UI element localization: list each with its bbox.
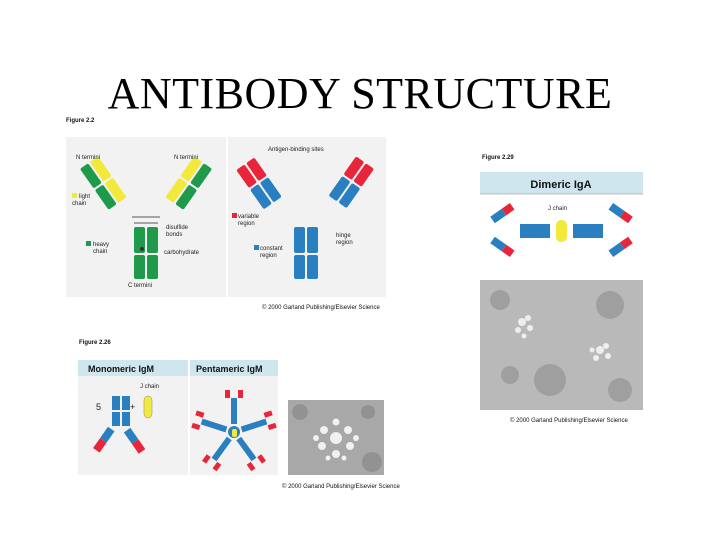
igm-fc-segment: [122, 396, 130, 410]
heavy-chain-legend-swatch: [86, 241, 91, 246]
fig22-variable-label-2: region: [238, 221, 255, 227]
constant-region-segment: [329, 176, 350, 201]
fig226-electron-micrograph: [288, 400, 384, 475]
fig226-five: 5: [96, 402, 101, 412]
light-chain-segment: [105, 178, 126, 203]
fig226-igm-diagram: Monomeric IgM Pentameric IgM J chain 5 +: [78, 360, 278, 475]
constant-region-legend-swatch: [254, 245, 259, 250]
variable-region-legend-swatch: [232, 213, 237, 218]
variable-region-segment: [344, 157, 364, 180]
fc-segment: [294, 255, 305, 279]
fig22-hinge-label-1: hinge: [336, 233, 351, 239]
fig22-disulfide-label-2: bonds: [166, 232, 182, 238]
fig229-label: Figure 2.29: [482, 155, 514, 161]
fig22-constant-label-2: region: [260, 253, 277, 259]
carbohydrate-marker: [140, 247, 144, 251]
fig226-pentameric-title: Pentameric IgM: [196, 364, 263, 374]
igm-fc-segment: [122, 412, 130, 426]
fig226-j-chain-label: J chain: [140, 384, 159, 390]
slide-title: ANTIBODY STRUCTURE: [107, 69, 613, 118]
fig226-credit: © 2000 Garland Publishing/Elsevier Scien…: [282, 484, 400, 490]
light-chain-segment: [166, 178, 187, 203]
fig22-credit: © 2000 Garland Publishing/Elsevier Scien…: [262, 305, 380, 311]
fig22-light-label-2: chain: [72, 201, 86, 207]
fig226-label: Figure 2.26: [79, 340, 111, 346]
fc-segment: [134, 255, 145, 279]
fc-segment: [294, 227, 305, 253]
iga-fc-segment: [520, 224, 550, 238]
j-chain: [556, 220, 567, 242]
fc-segment: [307, 255, 318, 279]
heavy-chain-segment: [95, 185, 116, 210]
fig226-pentameric-header: [190, 360, 278, 376]
fig22-hinge-label-2: region: [336, 240, 353, 246]
iga-fc-segment: [573, 224, 603, 238]
constant-region-segment: [339, 183, 360, 208]
fig22-carbohydrate-label: carbohydrate: [164, 250, 200, 256]
fig22-antibody-diagram: N termini N termini light chain disulfid…: [66, 137, 386, 297]
igm-pentamer: [191, 390, 277, 472]
variable-region-segment: [246, 158, 267, 181]
igm-fc-segment: [112, 396, 120, 410]
variable-region-segment: [237, 165, 257, 188]
j-chain: [143, 395, 153, 419]
fig226-monomeric-title: Monomeric IgM: [88, 364, 154, 374]
igg-left-molecule: [80, 157, 212, 279]
igg-right-molecule: [237, 157, 374, 279]
fig22-constant-label-1: constant: [260, 246, 283, 252]
fc-segment: [134, 227, 145, 253]
fig22-variable-label-1: variable: [238, 214, 260, 220]
fc-segment: [307, 227, 318, 253]
light-chain-segment: [90, 157, 111, 181]
fig229-title: Dimeric IgA: [530, 179, 591, 191]
fig22-c-termini-label: C termini: [128, 283, 152, 289]
fig229-dimeric-iga-diagram: Dimeric IgA J chain: [480, 172, 643, 258]
fc-segment: [147, 255, 158, 279]
fig22-disulfide-label-1: disulfide: [166, 225, 189, 231]
fig226-monomeric-header: [78, 360, 188, 376]
light-chain-legend-swatch: [72, 193, 77, 198]
iga-particle: [515, 315, 533, 339]
variable-region-segment: [354, 163, 374, 187]
light-chain-segment: [181, 157, 202, 181]
fc-segment: [147, 227, 158, 253]
fig229-electron-micrograph: [480, 280, 643, 410]
heavy-chain-segment: [190, 163, 212, 188]
fig22-label: Figure 2.2: [66, 118, 95, 124]
igm-particle: [313, 418, 359, 461]
fig229-header-bar: [480, 172, 643, 194]
heavy-chain-segment: [80, 163, 102, 188]
igm-fc-segment: [112, 412, 120, 426]
constant-region-segment: [260, 177, 282, 202]
fig22-heavy-label-2: chain: [93, 249, 107, 255]
fig226-plus: +: [130, 402, 135, 412]
heavy-chain-segment: [176, 185, 197, 210]
fig22-n-termini-left: N termini: [76, 155, 100, 161]
fig22-heavy-label-1: heavy: [93, 242, 109, 248]
fig22-antigen-sites-label: Antigen-binding sites: [268, 147, 324, 153]
fig22-light-label-1: light: [79, 194, 90, 200]
fig22-n-termini-right: N termini: [174, 155, 198, 161]
constant-region-segment: [250, 184, 272, 209]
fig229-credit: © 2000 Garland Publishing/Elsevier Scien…: [510, 418, 628, 424]
fig229-j-chain-label: J chain: [548, 206, 567, 212]
iga-particle: [589, 343, 611, 361]
